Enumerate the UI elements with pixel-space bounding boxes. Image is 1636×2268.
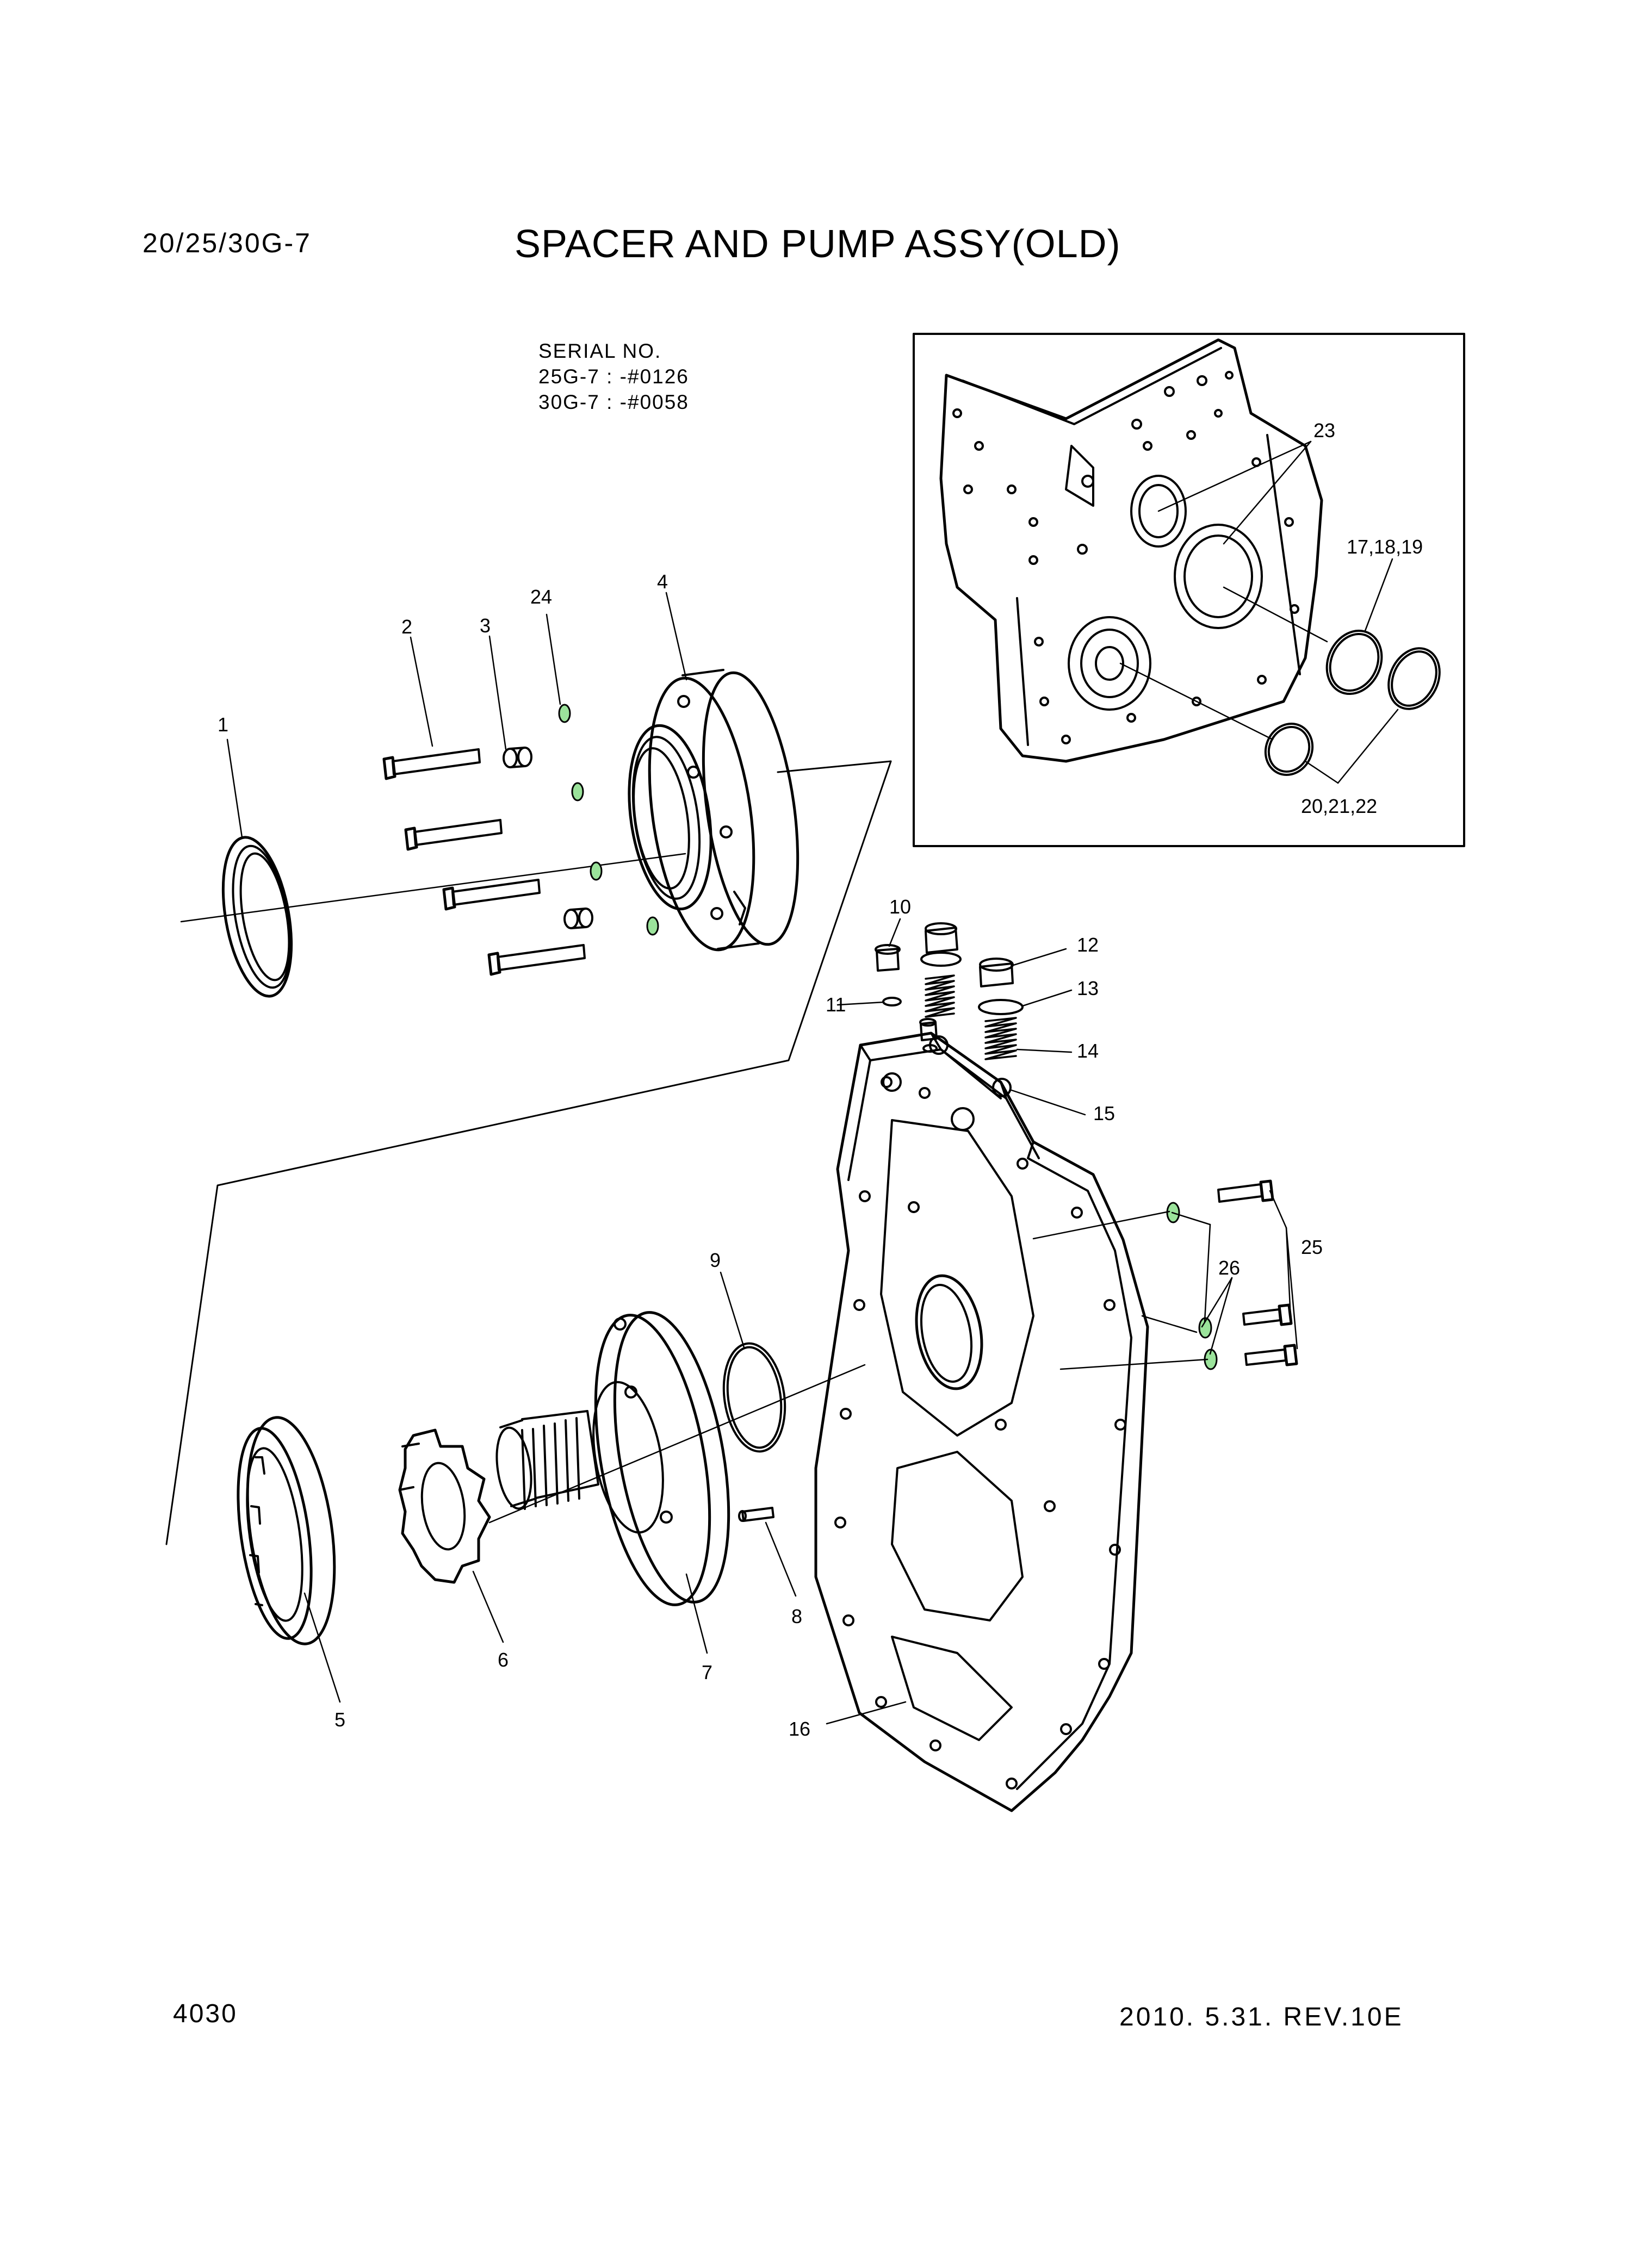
callout-6: 6 xyxy=(498,1649,509,1671)
serial-line-25g: 25G-7 : -#0126 xyxy=(538,365,689,388)
callout-14: 14 xyxy=(1077,1040,1099,1062)
callout-2: 2 xyxy=(401,616,412,638)
callout-1: 1 xyxy=(218,713,228,736)
model-label: 20/25/30G-7 xyxy=(142,228,312,258)
inset-housing xyxy=(939,338,1323,763)
part-4-pump-housing xyxy=(628,669,800,952)
valve-parts-10-15 xyxy=(875,922,1024,1097)
callout-25: 25 xyxy=(1301,1236,1323,1258)
callout-16: 16 xyxy=(789,1718,810,1740)
part-6-inner-rotor xyxy=(398,1428,491,1584)
centerlines xyxy=(180,853,866,1524)
callout-7: 7 xyxy=(702,1661,712,1683)
inset-o-rings xyxy=(1264,629,1441,776)
serial-line-30g: 30G-7 : -#0058 xyxy=(538,391,689,413)
part-2-bolts xyxy=(382,748,586,976)
page-number: 4030 xyxy=(173,1999,238,2028)
callout-4: 4 xyxy=(657,570,668,593)
part-7-pump-shaft xyxy=(495,1311,730,1606)
part-1-oil-seal xyxy=(221,836,293,998)
part-24-washers xyxy=(558,704,659,936)
part-3-pins xyxy=(503,747,593,929)
part-16-spacer-plate xyxy=(814,1032,1149,1812)
inset-leaders xyxy=(1119,440,1399,784)
callout-10: 10 xyxy=(889,896,911,918)
callout-15: 15 xyxy=(1093,1102,1115,1124)
assembly-frame xyxy=(165,760,892,1545)
date-revision: 2010. 5.31. REV.10E xyxy=(1119,2003,1404,2031)
part-5-outer-rotor xyxy=(237,1416,336,1645)
callout-3: 3 xyxy=(480,614,491,637)
callout-13: 13 xyxy=(1077,977,1099,999)
serial-heading: SERIAL NO. xyxy=(538,340,662,362)
callout-12: 12 xyxy=(1077,934,1099,956)
inset-frame xyxy=(913,333,1465,847)
page-title: SPACER AND PUMP ASSY(OLD) xyxy=(515,222,1121,266)
serial-note: SERIAL NO. 25G-7 : -#0126 30G-7 : -#0058 xyxy=(538,338,689,415)
callout-26: 26 xyxy=(1218,1257,1240,1279)
callout-11: 11 xyxy=(826,993,846,1016)
leader-lines xyxy=(226,592,1298,1725)
part-9-o-ring xyxy=(722,1342,786,1453)
callout-8: 8 xyxy=(791,1605,802,1627)
callout-17-18-19: 17,18,19 xyxy=(1347,536,1423,558)
callout-23: 23 xyxy=(1313,419,1335,442)
callout-5: 5 xyxy=(334,1708,345,1731)
callout-20-21-22: 20,21,22 xyxy=(1301,795,1377,817)
callout-9: 9 xyxy=(710,1249,721,1271)
guide-lines xyxy=(1032,1210,1209,1370)
part-25-bolts xyxy=(1217,1179,1298,1366)
part-8-pin xyxy=(738,1507,774,1522)
callout-24: 24 xyxy=(530,586,552,608)
part-26-washers xyxy=(1166,1202,1218,1370)
